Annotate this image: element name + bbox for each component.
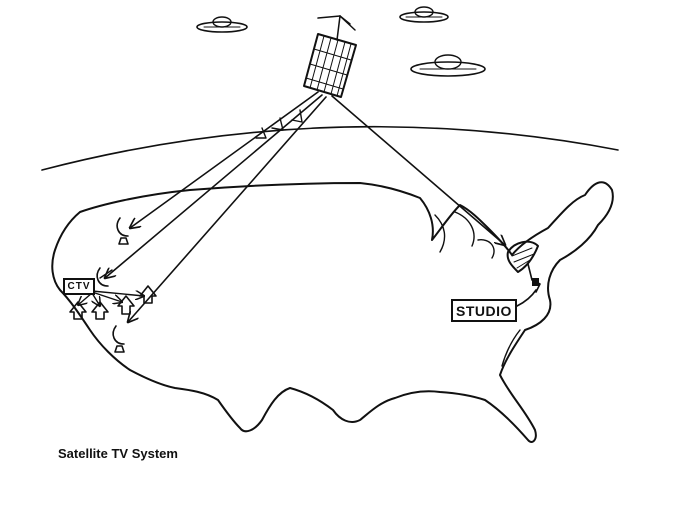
satellite-dish-icon [96,267,113,287]
satellite-icon [303,15,357,98]
studio-cable [516,289,537,307]
uplink-dish-icon [506,240,541,293]
usa-map-outline [51,181,614,443]
house-icon [139,285,157,304]
horizon-line [41,125,619,171]
house-icon [117,295,135,315]
beam-arrow-tick [255,109,303,139]
house-icon [69,301,87,320]
ufo-icon [410,54,486,77]
uplink-arrow [331,95,505,245]
downlink-arrow [128,96,327,322]
satellite-dish-icon [116,217,129,245]
coastline-detail [501,329,521,367]
downlink-arrow [105,94,323,278]
ctv-label: CTV [63,278,95,295]
diagram-caption: Satellite TV System [58,446,178,461]
great-lakes [434,211,495,259]
studio-label: STUDIO [451,299,517,322]
ufo-icon [399,6,449,23]
downlink-arrow [130,91,319,228]
ufo-icon [196,16,248,33]
house-icon [91,301,109,320]
satellite-dish-icon [112,325,125,353]
